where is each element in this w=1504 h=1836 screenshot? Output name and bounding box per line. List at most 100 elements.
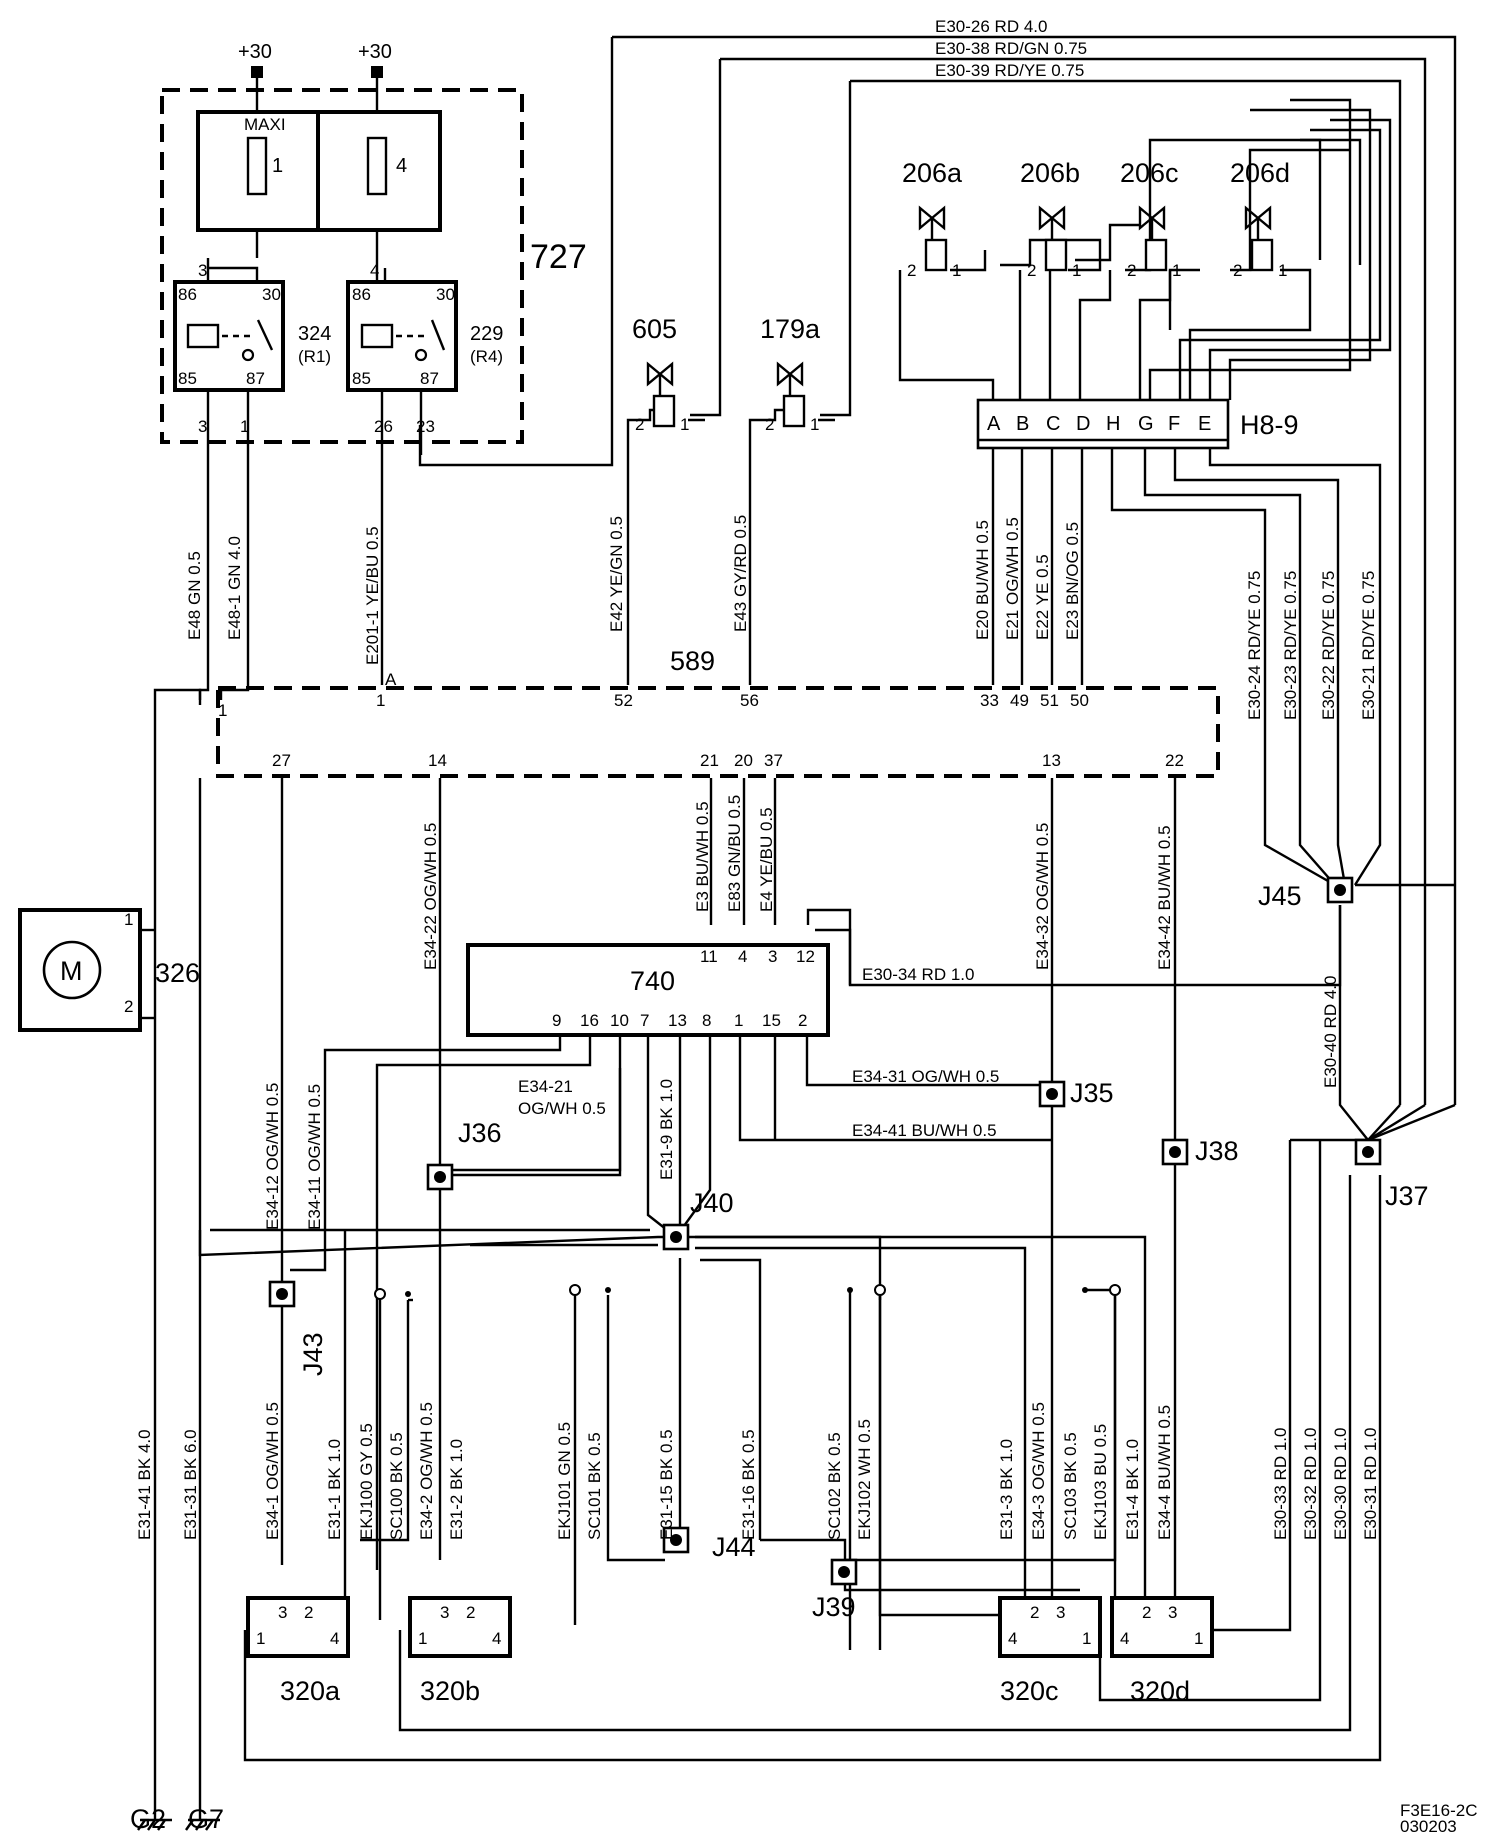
junction-j37: J37: [1385, 1181, 1429, 1211]
h89-connector: [976, 398, 1230, 450]
pin-740-16: 16: [580, 1011, 599, 1030]
wire-e30-21: E30-21 RD/YE 0.75: [1359, 571, 1378, 720]
valve-206c-label: 206c: [1120, 158, 1179, 188]
wire-ekj100: EKJ100 GY 0.5: [357, 1423, 376, 1540]
pin-589-52: 52: [614, 691, 633, 710]
wire-e30-40: E30-40 RD 4.0: [1321, 976, 1340, 1088]
pin-labels: 3 86 30 85 87 3 1 4 86 30 85 87 26 23 2 …: [124, 261, 1287, 1648]
pin-740-7: 7: [640, 1011, 649, 1030]
junction-j45: J45: [1258, 881, 1302, 911]
pin-v206a-2: 2: [907, 261, 916, 280]
pin-589-27: 27: [272, 751, 291, 770]
wire-e31-2: E31-2 BK 1.0: [447, 1439, 466, 1540]
sensor-320a-label: 320a: [280, 1676, 341, 1706]
wire-e31-41: E31-41 BK 4.0: [135, 1429, 154, 1540]
wire-e30-23: E30-23 RD/YE 0.75: [1281, 571, 1300, 720]
connector-589-box: [216, 686, 1220, 778]
pin-740-3: 3: [768, 947, 777, 966]
pin-320d-3: 3: [1168, 1603, 1177, 1622]
wire-e21: E21 OG/WH 0.5: [1003, 517, 1022, 640]
valve-605-label: 605: [632, 314, 677, 344]
pin-320c-1: 1: [1082, 1629, 1091, 1648]
junction-j44: J44: [712, 1532, 756, 1562]
fuse1-label: 1: [272, 155, 283, 177]
h89-pin-b: B: [1016, 413, 1029, 435]
pin-740-11: 11: [700, 947, 718, 966]
h89-pin-g: G: [1138, 413, 1154, 435]
box-727-label: 727: [530, 238, 587, 276]
wire-e20: E20 BU/WH 0.5: [973, 520, 992, 640]
pin-589-1b: 1: [218, 701, 227, 720]
pin-letter-a: A: [385, 670, 397, 689]
pin-320d-2: 2: [1142, 1603, 1151, 1622]
pin-v206b-1: 1: [1072, 261, 1081, 280]
wire-e23: E23 BN/OG 0.5: [1063, 522, 1082, 640]
pin-320c-2: 2: [1030, 1603, 1039, 1622]
junction-j43: J43: [298, 1332, 328, 1376]
wire-e34-12: E34-12 OG/WH 0.5: [263, 1083, 282, 1230]
wire-e43: E43 GY/RD 0.5: [731, 515, 750, 632]
pin-320b-3: 3: [440, 1603, 449, 1622]
wire-e31-9: E31-9 BK 1.0: [657, 1079, 676, 1180]
pin-740-12: 12: [796, 947, 815, 966]
pin-589-13: 13: [1042, 751, 1061, 770]
pin-589-14: 14: [428, 751, 447, 770]
pin-v179-1: 1: [810, 415, 819, 434]
pin-r86b: 86: [352, 285, 371, 304]
pin-v179-2: 2: [765, 415, 774, 434]
vertical-wire-labels: E48 GN 0.5 E48-1 GN 4.0 E201-1 YE/BU 0.5…: [135, 515, 1380, 1540]
pin-r30b: 30: [436, 285, 455, 304]
pin-r85a: 85: [178, 369, 197, 388]
valve-symbols: [646, 205, 1274, 428]
module-740-label: 740: [630, 966, 675, 996]
wire-e34-21-a: E34-21: [518, 1077, 573, 1096]
control-module-740: [466, 943, 830, 1037]
pin-v206a-1: 1: [952, 261, 961, 280]
wire-ekj103: EKJ103 BU 0.5: [1091, 1424, 1110, 1540]
pin-m2: 2: [124, 997, 133, 1016]
valve-206b-label: 206b: [1020, 158, 1080, 188]
pin-589-1: 1: [376, 691, 385, 710]
wire-e30-26: E30-26 RD 4.0: [935, 17, 1047, 36]
pin-1: 1: [240, 417, 249, 436]
wire-e34-32: E34-32 OG/WH 0.5: [1033, 823, 1052, 970]
pin-740-1: 1: [734, 1011, 743, 1030]
wire-e34-22: E34-22 OG/WH 0.5: [421, 823, 440, 970]
pin-r86a: 86: [178, 285, 197, 304]
pin-740-8: 8: [702, 1011, 711, 1030]
fuse4-label: 4: [396, 155, 407, 177]
horizontal-wire-labels: E30-34 RD 1.0 E34-31 OG/WH 0.5 E34-41 BU…: [518, 965, 999, 1140]
sensor-320b-label: 320b: [420, 1676, 480, 1706]
pin-320b-1: 1: [418, 1629, 427, 1648]
wire-e30-31: E30-31 RD 1.0: [1361, 1428, 1380, 1540]
wire-e42: E42 YE/GN 0.5: [607, 516, 626, 632]
wire-e34-1: E34-1 OG/WH 0.5: [263, 1402, 282, 1540]
wire-e31-15: E31-15 BK 0.5: [657, 1429, 676, 1540]
h89-pin-c: C: [1046, 413, 1060, 435]
h89-pin-e: E: [1198, 413, 1211, 435]
figure-date: 030203: [1400, 1817, 1457, 1836]
pin-r30a: 30: [262, 285, 281, 304]
pin-26: 26: [374, 417, 393, 436]
pin-589-49: 49: [1010, 691, 1029, 710]
pin-589-51: 51: [1040, 691, 1059, 710]
sensor-320d-label: 320d: [1130, 1676, 1190, 1706]
plus30-b-label: +30: [358, 41, 392, 63]
wire-e30-24: E30-24 RD/YE 0.75: [1245, 571, 1264, 720]
relay-r1-label: (R1): [298, 347, 331, 366]
pin-r87a: 87: [246, 369, 265, 388]
wire-e48-1: E48-1 GN 4.0: [225, 536, 244, 640]
wire-e30-30: E30-30 RD 1.0: [1331, 1428, 1350, 1540]
wire-e48: E48 GN 0.5: [185, 551, 204, 640]
pin-v206b-2: 2: [1027, 261, 1036, 280]
wire-e34-42: E34-42 BU/WH 0.5: [1155, 825, 1174, 970]
junction-j36: J36: [458, 1118, 502, 1148]
relay-324-label: 324: [298, 323, 331, 345]
wire-sc100: SC100 BK 0.5: [387, 1432, 406, 1540]
junction-j39: J39: [812, 1592, 856, 1622]
pin-740-13: 13: [668, 1011, 687, 1030]
junction-j38: J38: [1195, 1136, 1239, 1166]
wire-sc101: SC101 BK 0.5: [585, 1432, 604, 1540]
pin-320a-4: 4: [330, 1629, 339, 1648]
